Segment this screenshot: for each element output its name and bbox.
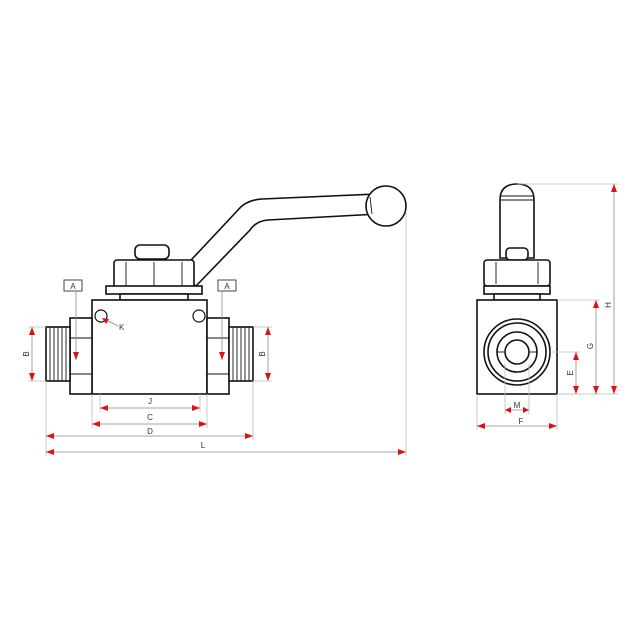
mounting-hole — [192, 309, 206, 323]
lever-handle — [176, 185, 407, 288]
stem-assembly — [105, 244, 203, 301]
k-leader: K — [102, 318, 125, 332]
label-a-left: A — [70, 282, 76, 291]
label-d: D — [147, 427, 153, 436]
label-j: J — [148, 397, 152, 406]
front-view: A A K B — [22, 185, 407, 456]
label-h: H — [604, 302, 613, 308]
dimension-f: F — [476, 394, 558, 430]
side-stem-assembly — [483, 247, 551, 301]
label-c: C — [147, 413, 153, 422]
side-handle — [499, 183, 535, 259]
right-end-connection — [206, 317, 254, 395]
label-k: K — [119, 323, 125, 332]
dimension-h: H — [517, 183, 618, 395]
side-view: M F E G — [476, 183, 618, 430]
label-b-right: B — [258, 351, 267, 356]
label-g: G — [586, 343, 595, 349]
valve-body — [91, 299, 208, 395]
left-end-connection — [45, 317, 93, 395]
dimension-c: C — [91, 394, 208, 428]
label-e: E — [566, 370, 575, 375]
dimension-d: D — [45, 381, 254, 440]
dimension-m: M — [504, 364, 530, 414]
dimension-b-right: B — [253, 326, 272, 382]
dimension-g: G — [557, 299, 600, 395]
dimension-l: L — [45, 212, 407, 456]
dimension-j: J — [99, 394, 201, 412]
label-b-left: B — [22, 351, 31, 356]
dimension-b-left: B — [22, 326, 46, 382]
label-m: M — [514, 401, 521, 410]
label-f: F — [519, 417, 524, 426]
tag-a-right: A — [217, 279, 237, 360]
label-l: L — [201, 441, 206, 450]
port — [483, 318, 551, 386]
label-a-right: A — [224, 282, 230, 291]
tag-a-left: A — [63, 279, 83, 360]
